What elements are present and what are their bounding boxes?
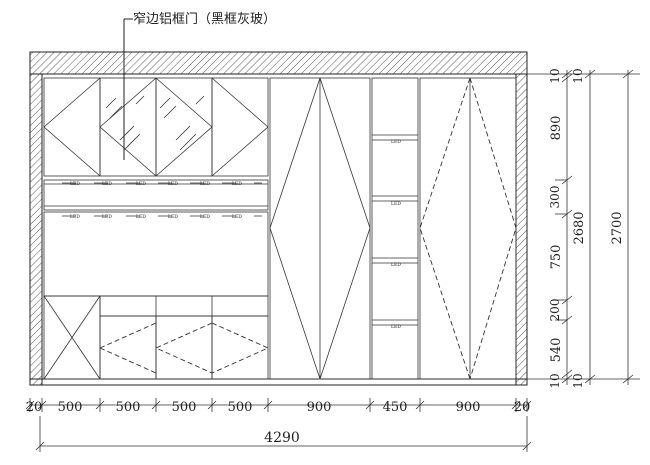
width-label-total: 4290 (264, 430, 300, 446)
led-label: LED (391, 139, 401, 145)
width-label-col-2: 500 (116, 400, 141, 415)
led-label: LED (102, 214, 112, 220)
width-label-col-3: 500 (172, 400, 197, 415)
open-niche (43, 211, 269, 297)
height-label-bottom: 10 (548, 373, 562, 388)
width-label-tall-left: 900 (307, 400, 332, 415)
height-label-outer-total: 2700 (610, 211, 625, 244)
tall-door-pair-left (269, 77, 371, 380)
left-hatch-wall (29, 73, 43, 386)
height-label-inner-total: 2680 (572, 211, 587, 244)
led-label: LED (391, 201, 401, 207)
led-label: LED (168, 181, 178, 187)
width-dimensions: 20 500 500 500 500 900 450 900 20 4290 (25, 398, 532, 452)
width-label-col-4: 500 (228, 400, 253, 415)
led-row-top: LED LED LED LED LED LED (62, 181, 262, 187)
height-dimensions: 10 890 300 750 200 540 10 2680 2700 10 1… (527, 68, 640, 389)
height-label-upper-doors: 890 (549, 116, 564, 141)
height-label-top: 10 (548, 68, 562, 83)
led-label: LED (70, 214, 80, 220)
right-hatch-wall (515, 73, 528, 386)
height-label-top-outer: 10 (571, 68, 585, 83)
glass-door-1 (43, 77, 101, 177)
glass-door-4 (211, 77, 269, 177)
callout-note-text: 窄边铝框门（黑框灰玻） (133, 11, 276, 27)
led-label: LED (391, 324, 401, 330)
width-label-col-1: 500 (58, 400, 83, 415)
glass-door-3 (155, 77, 213, 177)
led-label: LED (232, 214, 242, 220)
bottom-row (43, 295, 270, 380)
led-label: LED (136, 214, 146, 220)
height-label-niche: 750 (549, 245, 564, 270)
glass-reflection-marks (105, 95, 205, 151)
height-label-lower-doors: 540 (549, 338, 564, 363)
width-label-shelf: 450 (383, 400, 408, 415)
height-label-bottom-outer: 10 (571, 373, 585, 388)
led-shelf-column: LED LED LED LED (371, 77, 419, 380)
led-label: LED (168, 214, 178, 220)
glass-door-2 (99, 77, 157, 177)
led-row-bottom: LED LED LED LED LED LED (62, 214, 262, 220)
width-label-tall-right: 900 (456, 400, 481, 415)
top-hatch-band (29, 51, 528, 75)
height-label-drawer: 200 (548, 299, 562, 322)
led-label: LED (200, 181, 210, 187)
cabinet-body (41, 73, 517, 380)
led-label: LED (232, 181, 242, 187)
led-label: LED (200, 214, 210, 220)
left-section: LED LED LED LED LED LED LED LED LED LED … (43, 77, 270, 380)
led-label: LED (136, 181, 146, 187)
upper-glass-doors (43, 77, 269, 177)
led-label: LED (70, 181, 80, 187)
width-label-right-wall: 20 (514, 400, 531, 415)
tall-door-pair-right (419, 77, 517, 380)
lower-door-3 (211, 315, 269, 380)
led-label: LED (102, 181, 112, 187)
led-shelf: LED LED LED LED LED LED LED LED LED LED … (43, 179, 269, 220)
led-label: LED (391, 262, 401, 268)
width-label-left-wall: 20 (26, 400, 43, 415)
drawer-row (99, 295, 269, 317)
height-label-led-shelf: 300 (548, 186, 562, 209)
